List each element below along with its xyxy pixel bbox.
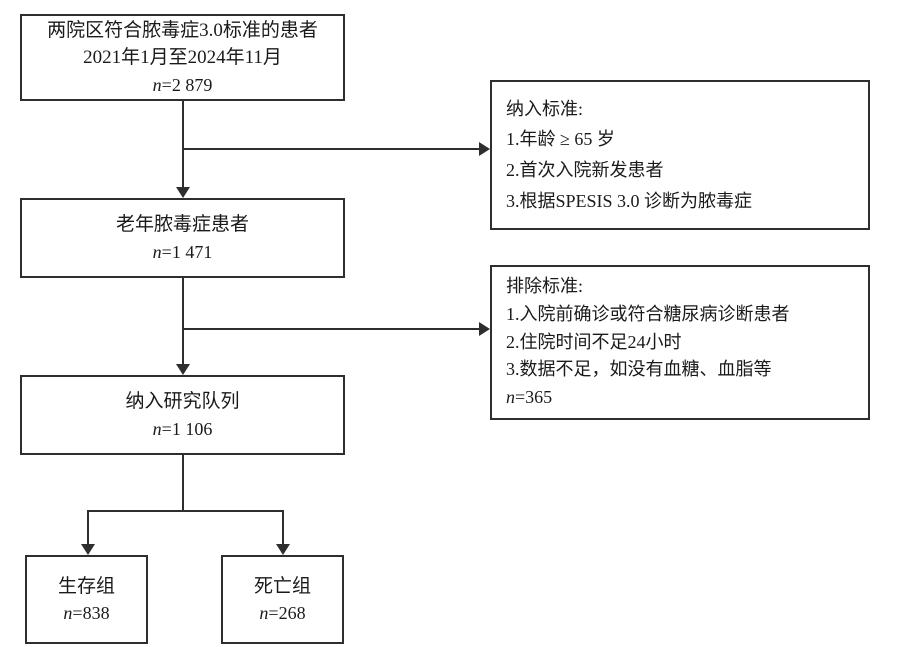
n-number: =1 106 (161, 418, 213, 439)
box-text-line: 两院区符合脓毒症3.0标准的患者 (47, 19, 318, 41)
sample-size: n=365 (506, 384, 552, 412)
sample-size: n=268 (259, 600, 305, 626)
criteria-item: 2.首次入院新发患者 (506, 160, 664, 180)
criteria-item: 3.根据SPESIS 3.0 诊断为脓毒症 (506, 190, 753, 211)
n-symbol: n (506, 387, 515, 408)
box-text-line: 老年脓毒症患者 (115, 214, 249, 236)
box-inclusion-criteria: 纳入标准: 1.年龄 ≥ 65 岁 2.首次入院新发患者 3.根据SPESIS … (490, 80, 870, 230)
n-number: =365 (515, 387, 553, 408)
criteria-title: 纳入标准: (506, 98, 584, 119)
box-text-line: 2021年1月至2024年11月 (83, 47, 282, 69)
connector-total-to-elderly (182, 101, 184, 188)
n-number: =268 (268, 603, 306, 624)
connector-split-bar (87, 510, 284, 512)
arrowhead-down-icon (276, 544, 290, 555)
criteria-item: 2.住院时间不足24小时 (506, 331, 682, 352)
criteria-item: 1.年龄 ≥ 65 岁 (506, 129, 615, 150)
n-number: =1 471 (161, 241, 213, 262)
box-survival-group: 生存组 n=838 (25, 555, 148, 644)
arrowhead-right-icon (479, 322, 490, 336)
box-elderly-sepsis: 老年脓毒症患者 n=1 471 (20, 198, 345, 278)
box-total-patients: 两院区符合脓毒症3.0标准的患者 2021年1月至2024年11月 n=2 87… (20, 14, 345, 101)
box-death-group: 死亡组 n=268 (221, 555, 344, 644)
sample-size: n=2 879 (153, 72, 213, 98)
box-text-line: 纳入研究队列 (125, 391, 240, 413)
box-exclusion-criteria: 排除标准: 1.入院前确诊或符合糖尿病诊断患者 2.住院时间不足24小时 3.数… (490, 265, 870, 420)
connector-to-death (282, 510, 284, 545)
connector-to-inclusion (182, 148, 479, 150)
connector-cohort-stem (182, 455, 184, 512)
n-symbol: n (152, 241, 162, 262)
criteria-title: 排除标准: (506, 275, 584, 296)
criteria-item: 3.数据不足，如没有血糖、血脂等 (506, 359, 772, 380)
sample-size: n=1 471 (153, 239, 213, 265)
box-text-line: 死亡组 (253, 575, 311, 597)
arrowhead-down-icon (176, 364, 190, 375)
box-study-cohort: 纳入研究队列 n=1 106 (20, 375, 345, 455)
sample-size: n=838 (63, 600, 109, 626)
arrowhead-right-icon (479, 142, 490, 156)
n-symbol: n (259, 603, 269, 624)
n-symbol: n (63, 603, 73, 624)
arrowhead-down-icon (176, 187, 190, 198)
connector-to-exclusion (182, 328, 479, 330)
sample-size: n=1 106 (153, 416, 213, 442)
box-text-line: 生存组 (57, 575, 115, 597)
n-symbol: n (152, 75, 162, 95)
connector-elderly-to-cohort (182, 278, 184, 365)
criteria-item: 1.入院前确诊或符合糖尿病诊断患者 (506, 303, 790, 324)
arrowhead-down-icon (81, 544, 95, 555)
n-symbol: n (152, 418, 162, 439)
connector-to-survival (87, 510, 89, 545)
n-number: =838 (72, 603, 110, 624)
n-number: =2 879 (161, 75, 213, 95)
